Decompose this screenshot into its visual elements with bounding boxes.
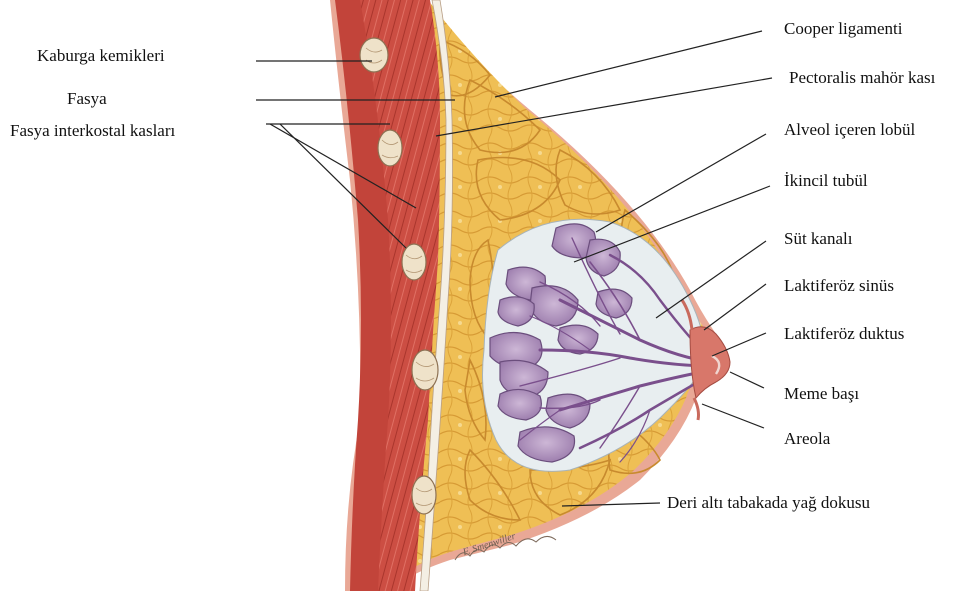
nipple <box>690 327 730 398</box>
label-areola: Areola <box>784 430 830 447</box>
label-kaburga-kemikleri: Kaburga kemikleri <box>37 47 165 64</box>
label-laktiferoz-duktus: Laktiferöz duktus <box>784 325 904 342</box>
label-alveol-iceren-lobul: Alveol içeren lobül <box>784 121 915 138</box>
label-deri-alti-yag-dokusu: Deri altı tabakada yağ dokusu <box>667 494 870 511</box>
label-laktiferoz-sinus: Laktiferöz sinüs <box>784 277 894 294</box>
label-fasya: Fasya <box>67 90 107 107</box>
label-fasya-interkostal-kaslari: Fasya interkostal kasları <box>10 122 175 139</box>
label-ikincil-tubul: İkincil tubül <box>784 172 868 189</box>
label-meme-basi: Meme başı <box>784 385 859 402</box>
label-cooper-ligamenti: Cooper ligamenti <box>784 20 903 37</box>
label-sut-kanali: Süt kanalı <box>784 230 852 247</box>
areola-edge-lower <box>694 398 699 420</box>
label-pectoralis-mahor-kasi: Pectoralis mahör kası <box>789 69 935 86</box>
